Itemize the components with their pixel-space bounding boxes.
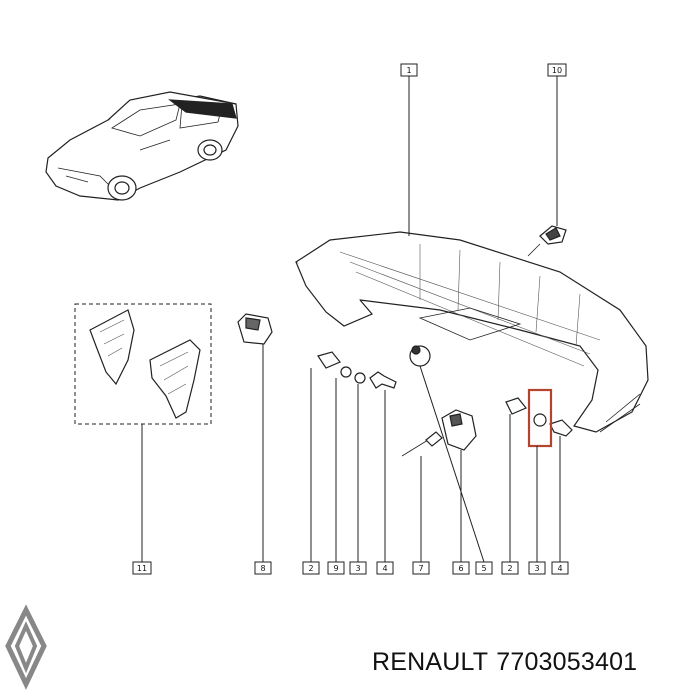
callout-6: 6 [452,561,470,575]
svg-text:9: 9 [333,564,338,573]
callout-10: 10 [547,63,567,77]
svg-text:4: 4 [557,564,562,573]
part-8-clip [237,313,273,345]
callout-8: 8 [254,561,272,575]
part-9-washer [340,366,352,378]
callout-2-right: 2 [501,561,519,575]
svg-text:5: 5 [481,564,486,573]
svg-text:3: 3 [534,564,539,573]
part-7-rivet [401,431,443,457]
part-3-washer-right [533,413,547,427]
right-fasteners [505,397,573,437]
part-3-washer-left [354,372,366,384]
part-11-brackets [74,303,212,425]
callout-4-right: 4 [551,561,569,575]
svg-text:8: 8 [260,564,265,573]
left-fasteners [317,351,397,389]
callout-9: 9 [327,561,345,575]
callout-3-left: 3 [349,561,367,575]
svg-text:10: 10 [552,66,562,75]
highlight-box [527,388,553,448]
svg-text:3: 3 [355,564,360,573]
svg-text:7: 7 [418,564,423,573]
part-4-bolt-right [549,419,573,437]
part-4-bolt-left [369,371,397,389]
svg-text:1: 1 [406,66,411,75]
svg-text:2: 2 [507,564,512,573]
svg-text:11: 11 [137,564,147,573]
callout-7: 7 [412,561,430,575]
car-illustration [45,91,239,201]
callout-3-right: 3 [528,561,546,575]
part-number: 7703053401 [496,648,638,676]
callout-11: 11 [132,561,152,575]
leader-lines [141,76,561,563]
brand-name: RENAULT [372,648,489,676]
part-6-clip [441,409,477,451]
renault-logo-icon [5,604,47,690]
part-2-nut-right [505,397,527,415]
svg-text:2: 2 [308,564,313,573]
callout-1: 1 [400,63,418,77]
callout-2-left: 2 [302,561,320,575]
part-2-nut-left [317,351,341,369]
rear-bumper [295,231,649,433]
svg-text:4: 4 [382,564,387,573]
callout-5: 5 [475,561,493,575]
part-10-clip [527,225,567,257]
part-5-grommet [409,345,431,367]
svg-text:6: 6 [458,564,463,573]
callout-4-left: 4 [376,561,394,575]
